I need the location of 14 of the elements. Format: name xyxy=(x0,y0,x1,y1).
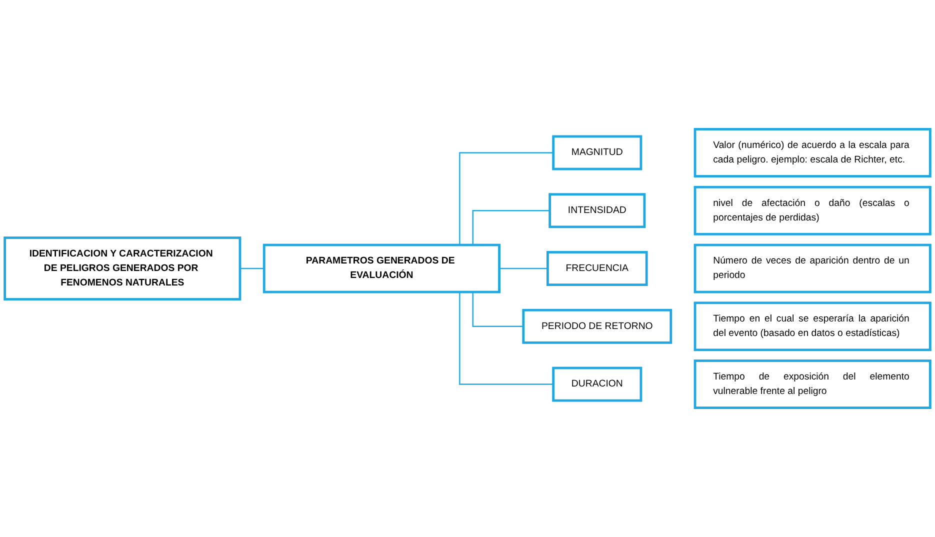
node-box: DURACION xyxy=(552,366,642,402)
node-box: Tiempo en el cual se esperaría la aparición del evento (basado en datos o estadísticas) xyxy=(694,302,932,352)
node-box: PERIODO DE RETORNO xyxy=(522,308,672,344)
node-box: Valor (numérico) de acuerdo a la escala para cada peligro. ejemplo: escala de Richter, etc. xyxy=(694,128,932,178)
node-box: Tiempo de exposición del elemento vulnerable frente al peligro xyxy=(694,360,932,409)
node-box: MAGNITUD xyxy=(552,135,642,170)
node-box: Número de veces de aparición dentro de un periodo xyxy=(694,244,932,294)
connector xyxy=(499,268,548,270)
node-box: INTENSIDAD xyxy=(548,193,646,228)
node-box: nivel de afectación o daño (escalas o porcentajes de perdidas) xyxy=(694,186,932,236)
node-box: PARAMETROS GENERADOS DE EVALUACIÓN xyxy=(262,244,500,294)
node-box: FRECUENCIA xyxy=(546,251,648,286)
node-box: IDENTIFICACION Y CARACTERIZACION DE PELIGROS GENERADOS POR FENOMENOS NATURALES xyxy=(4,236,242,300)
connector xyxy=(240,268,264,270)
